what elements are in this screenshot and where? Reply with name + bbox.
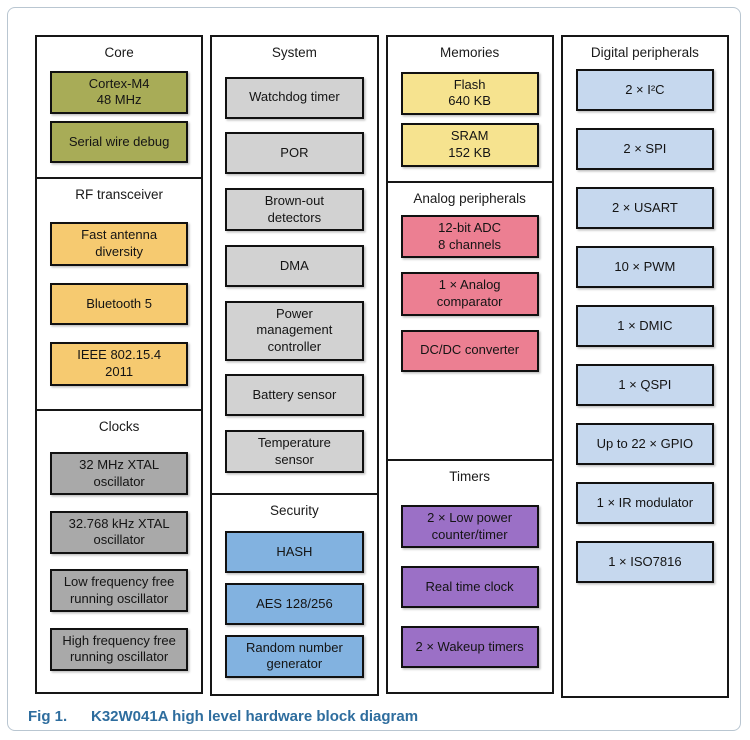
block-32-mhz-xtal-oscillator: 32 MHz XTAL oscillator — [50, 452, 189, 496]
block-bluetooth-5: Bluetooth 5 — [50, 283, 189, 325]
block-temperature-sensor: Temperature sensor — [225, 430, 364, 474]
block-10-pwm: 10 × PWM — [575, 246, 714, 288]
block-por: POR — [225, 132, 364, 175]
block-up-to-22-gpio: Up to 22 × GPIO — [575, 423, 714, 465]
figure-title: K32W041A high level hardware block diagr… — [91, 708, 419, 725]
section-title-digital-peripherals: Digital peripherals — [590, 45, 699, 60]
block-real-time-clock: Real time clock — [400, 566, 539, 609]
block-1-dmic: 1 × DMIC — [575, 305, 714, 347]
block-1-analog-comparator: 1 × Analog comparator — [400, 272, 539, 316]
block-cortex-m4-48-mhz: Cortex-M4 48 MHz — [50, 70, 189, 114]
block-power-management-controller: Power management controller — [225, 300, 364, 361]
block-ieee-802-15-4-2011: IEEE 802.15.4 2011 — [50, 342, 189, 386]
section-title-core: Core — [104, 45, 134, 60]
block-flash-640-kb: Flash 640 KB — [400, 71, 539, 115]
section-digital-peripherals: Digital peripherals 2 × I²C 2 × SPI 2 × USA… — [560, 35, 729, 698]
section-title-rf-transceiver: RF transceiver — [75, 187, 164, 202]
block-1-qspi: 1 × QSPI — [575, 364, 714, 406]
section-title-clocks: Clocks — [98, 419, 140, 434]
block-2-spi: 2 × SPI — [575, 128, 714, 170]
block-aes-128-256: AES 128/256 — [225, 582, 364, 625]
section-blocks-analog-peripherals: 12-bit ADC 8 channels 1 × Analog comparat… — [388, 207, 552, 459]
block-12-bit-adc-8-channels: 12-bit ADC 8 channels — [400, 215, 539, 259]
section-clocks: Clocks 32 MHz XTAL oscillator 32.768 kHz X… — [35, 409, 204, 694]
section-title-analog-peripherals: Analog peripherals — [413, 191, 526, 206]
block-32-768-khz-xtal-oscillator: 32.768 kHz XTAL oscillator — [50, 510, 189, 554]
block-hash: HASH — [225, 530, 364, 573]
figure-caption: Fig 1. K32W041A high level hardware bloc… — [28, 708, 418, 725]
block-high-frequency-free-running-oscillator: High frequency free running oscillator — [50, 627, 189, 671]
block-brown-out-detectors: Brown-out detectors — [225, 188, 364, 232]
block-watchdog-timer: Watchdog timer — [225, 76, 364, 119]
block-battery-sensor: Battery sensor — [225, 374, 364, 417]
section-title-system: System — [271, 45, 317, 60]
section-blocks-clocks: 32 MHz XTAL oscillator 32.768 kHz XTAL os… — [37, 435, 201, 692]
section-title-memories: Memories — [439, 45, 500, 60]
block-dma: DMA — [225, 245, 364, 288]
block-2-i-c: 2 × I²C — [575, 69, 714, 111]
block-2-wakeup-timers: 2 × Wakeup timers — [400, 626, 539, 669]
block-sram-152-kb: SRAM 152 KB — [400, 123, 539, 167]
block-dc-dc-converter: DC/DC converter — [400, 329, 539, 372]
block-1-ir-modulator: 1 × IR modulator — [575, 482, 714, 524]
section-title-security: Security — [269, 503, 319, 518]
block-fast-antenna-diversity: Fast antenna diversity — [50, 222, 189, 266]
section-blocks-memories: Flash 640 KB SRAM 152 KB — [388, 61, 552, 181]
figure-number: Fig 1. — [28, 708, 68, 725]
block-low-frequency-free-running-oscillator: Low frequency free running oscillator — [50, 569, 189, 613]
block-serial-wire-debug: Serial wire debug — [50, 121, 189, 164]
block-2-low-power-counter-timer: 2 × Low power counter/timer — [400, 504, 539, 549]
section-blocks-digital-peripherals: 2 × I²C 2 × SPI 2 × USART 10 × PWM 1 × DMIC 1… — [563, 61, 727, 696]
section-title-timers: Timers — [449, 469, 490, 484]
block-random-number-generator: Random number generator — [225, 634, 364, 679]
block-1-iso7816: 1 × ISO7816 — [575, 541, 714, 583]
diagram-column-4: Digital peripherals 2 × I²C 2 × SPI 2 × USA… — [560, 35, 729, 698]
block-2-usart: 2 × USART — [575, 187, 714, 229]
